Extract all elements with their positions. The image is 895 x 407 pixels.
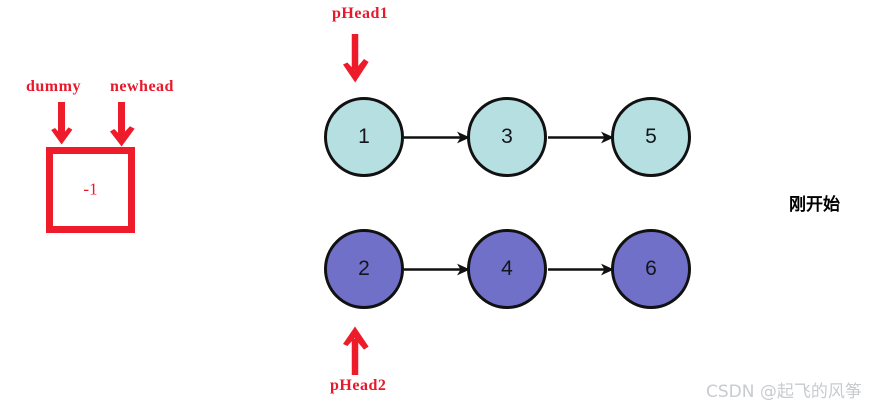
list-node-1-label: 1 bbox=[358, 124, 370, 148]
arrow-down-icon-dummy bbox=[51, 102, 73, 145]
list-node-6-label: 6 bbox=[645, 256, 657, 280]
list-node-3-label: 3 bbox=[501, 124, 513, 148]
list-node-1: 1 bbox=[324, 97, 404, 177]
dummy-node-box: -1 bbox=[46, 147, 135, 233]
list-node-4-label: 4 bbox=[501, 256, 513, 280]
pointer-label-phead1: pHead1 bbox=[332, 5, 389, 22]
list-node-3: 3 bbox=[467, 97, 547, 177]
diagram-caption: 刚开始 bbox=[789, 195, 840, 215]
arrow-right-icon-4-to-6 bbox=[548, 263, 614, 276]
csdn-watermark: CSDN @起飞的风筝 bbox=[706, 382, 862, 402]
arrow-right-icon-2-to-4 bbox=[404, 263, 470, 276]
arrow-right-icon-1-to-3 bbox=[404, 131, 470, 144]
list-node-2-label: 2 bbox=[358, 256, 370, 280]
arrow-right-icon-3-to-5 bbox=[548, 131, 614, 144]
list-node-2: 2 bbox=[324, 229, 404, 309]
arrow-down-icon-phead1 bbox=[343, 34, 369, 83]
arrow-down-icon-newhead bbox=[110, 102, 135, 147]
pointer-label-newhead: newhead bbox=[110, 78, 174, 95]
list-node-5: 5 bbox=[611, 97, 691, 177]
dummy-node-value: -1 bbox=[83, 179, 98, 199]
list-node-5-label: 5 bbox=[645, 124, 657, 148]
pointer-label-phead2: pHead2 bbox=[330, 377, 387, 394]
list-node-6: 6 bbox=[611, 229, 691, 309]
arrow-up-icon-phead2 bbox=[343, 326, 369, 375]
list-node-4: 4 bbox=[467, 229, 547, 309]
pointer-label-dummy: dummy bbox=[26, 78, 81, 95]
